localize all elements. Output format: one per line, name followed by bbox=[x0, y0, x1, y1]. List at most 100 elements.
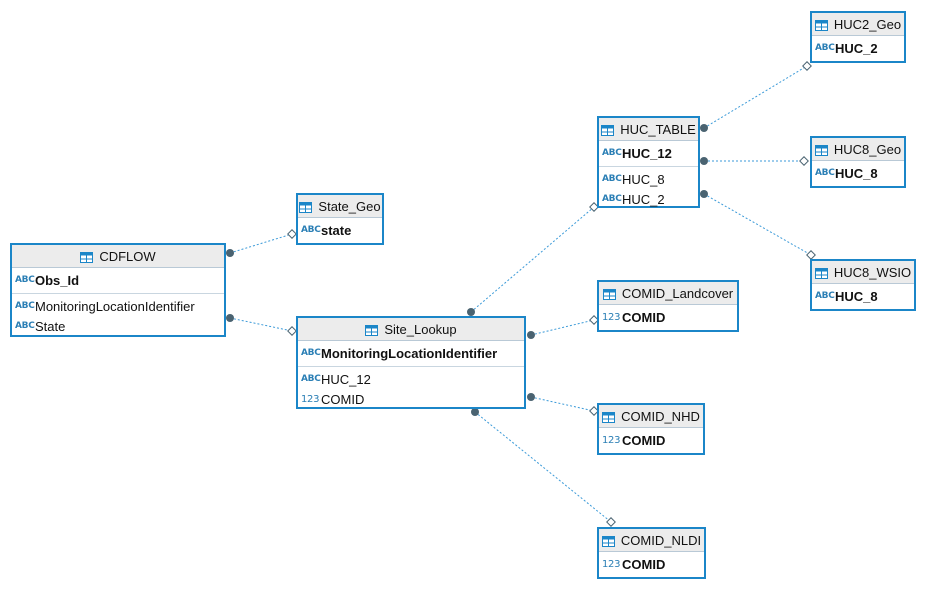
column-name: COMID bbox=[622, 432, 666, 448]
table-icon bbox=[814, 267, 828, 279]
relationship-end-dot bbox=[527, 331, 535, 339]
relationship-end-diamond bbox=[799, 156, 809, 166]
relationship-end-diamond bbox=[802, 61, 812, 71]
entity-title: HUC8_WSIO bbox=[833, 264, 912, 280]
entity-header[interactable]: HUC_TABLE bbox=[599, 118, 698, 141]
relationship-end-dot bbox=[700, 190, 708, 198]
relationship-line bbox=[474, 411, 612, 523]
text-key-type-icon: ABC bbox=[815, 290, 835, 301]
text-key-type-icon: ABC bbox=[301, 347, 321, 358]
entity-header[interactable]: Site_Lookup bbox=[298, 318, 524, 341]
entity-header[interactable]: HUC2_Geo bbox=[812, 13, 904, 36]
relationship-end-dot bbox=[467, 308, 475, 316]
numeric-key-type-icon: 123 bbox=[602, 558, 621, 570]
entity-title: HUC8_Geo bbox=[833, 141, 902, 157]
relationship-line bbox=[470, 206, 595, 313]
column-name: Obs_Id bbox=[35, 272, 80, 288]
relationship-end-dot bbox=[700, 157, 708, 165]
entity-header[interactable]: COMID_NLDI bbox=[599, 529, 704, 552]
relationship-end-diamond bbox=[589, 202, 599, 212]
relationship-end-diamond bbox=[287, 229, 297, 239]
text-type-icon: ABC bbox=[15, 320, 35, 331]
numeric-key-type-icon: 123 bbox=[602, 311, 621, 323]
entity-header[interactable]: HUC8_WSIO bbox=[812, 261, 914, 284]
entity-title: State_Geo bbox=[318, 198, 381, 214]
entity-header[interactable]: State_Geo bbox=[298, 195, 382, 218]
numeric-key-type-icon: 123 bbox=[602, 434, 621, 446]
table-icon bbox=[299, 201, 313, 213]
table-icon bbox=[602, 288, 616, 300]
entity-header[interactable]: HUC8_Geo bbox=[812, 138, 904, 161]
relationship-end-diamond bbox=[589, 315, 599, 325]
text-key-type-icon: ABC bbox=[301, 224, 321, 235]
relationship-line bbox=[530, 396, 595, 412]
entity-title: Site_Lookup bbox=[384, 321, 457, 337]
table-icon bbox=[602, 411, 616, 423]
column-name: HUC_8 bbox=[835, 288, 878, 304]
text-type-icon: ABC bbox=[602, 173, 622, 184]
table-icon bbox=[601, 535, 615, 547]
entity-title: COMID_NLDI bbox=[620, 532, 702, 548]
entity-title: HUC_TABLE bbox=[620, 121, 696, 137]
text-type-icon: ABC bbox=[602, 193, 622, 204]
relationship-end-dot bbox=[700, 124, 708, 132]
relationship-end-diamond bbox=[606, 517, 616, 527]
relationship-end-dot bbox=[226, 314, 234, 322]
relationship-end-diamond bbox=[589, 406, 599, 416]
table-icon bbox=[80, 251, 94, 263]
column-name: MonitoringLocationIdentifier bbox=[35, 298, 195, 314]
column-name: HUC_8 bbox=[622, 171, 665, 187]
entity-header[interactable]: CDFLOW bbox=[12, 245, 224, 268]
text-key-type-icon: ABC bbox=[602, 147, 622, 158]
text-key-type-icon: ABC bbox=[815, 167, 835, 178]
relationship-line bbox=[703, 193, 812, 256]
numeric-type-icon: 123 bbox=[301, 393, 320, 405]
relationship-line bbox=[703, 65, 808, 129]
relationship-line bbox=[229, 317, 293, 332]
column-name: COMID bbox=[622, 556, 666, 572]
relationship-end-diamond bbox=[806, 250, 816, 260]
relationship-end-dot bbox=[527, 393, 535, 401]
entity-title: HUC2_Geo bbox=[833, 16, 902, 32]
column-name: HUC_2 bbox=[835, 40, 878, 56]
entity-title: CDFLOW bbox=[99, 248, 156, 264]
text-type-icon: ABC bbox=[15, 300, 35, 311]
entity-header[interactable]: COMID_NHD bbox=[599, 405, 703, 428]
entity-header[interactable]: COMID_Landcover bbox=[599, 282, 737, 305]
text-key-type-icon: ABC bbox=[15, 274, 35, 285]
table-icon bbox=[814, 144, 828, 156]
